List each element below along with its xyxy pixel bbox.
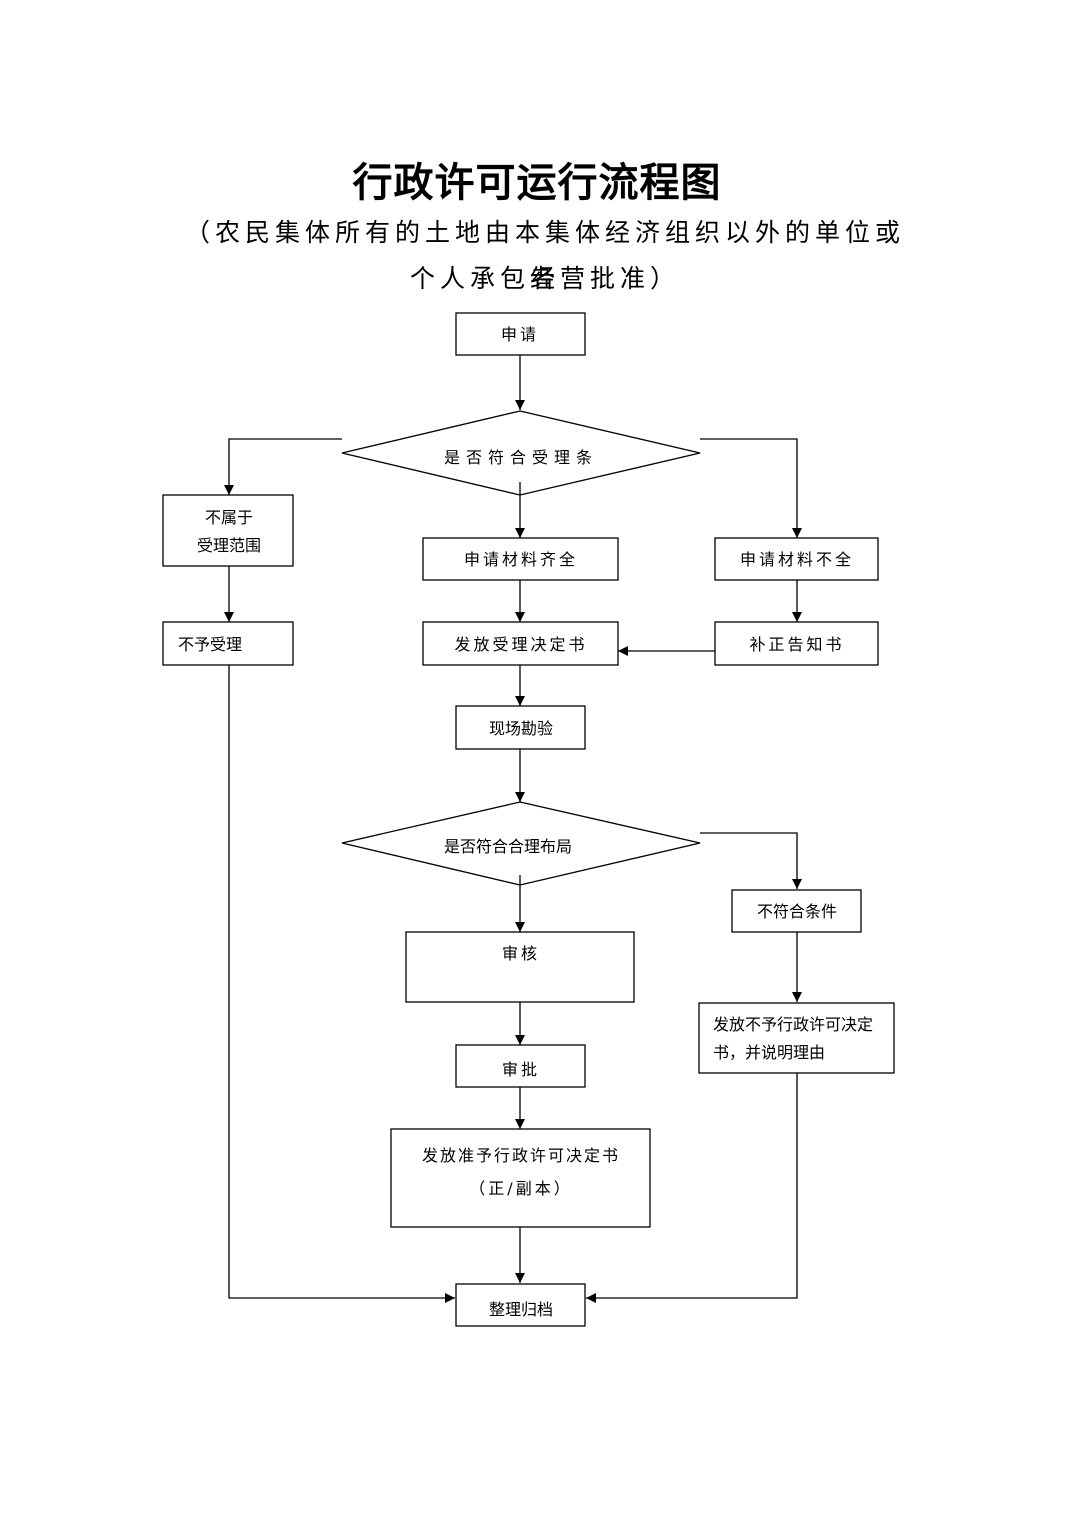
node-apply: 申请 xyxy=(455,312,586,356)
node-not-accepted-label: 不予受理 xyxy=(178,635,242,654)
document-subtitle-line2: 个人承包经营批准） xyxy=(409,264,680,293)
connectors xyxy=(224,355,802,1303)
node-deny-decision-label-2: 书，并说明理由 xyxy=(713,1043,825,1062)
node-grant-decision: 发放准予行政许可决定书 （正/副本） xyxy=(390,1128,651,1228)
node-apply-label: 申请 xyxy=(501,325,539,344)
decision-acceptance-label: 是否符合受理条 xyxy=(444,448,598,467)
edge-decision-to-not-in-scope xyxy=(224,438,342,495)
node-archive-label: 整理归档 xyxy=(489,1300,553,1319)
node-approve: 审批 xyxy=(455,1044,586,1088)
edge-decision2-to-not-qualified xyxy=(700,832,802,889)
node-archive: 整理归档 xyxy=(455,1283,586,1327)
node-approve-label: 审批 xyxy=(502,1060,540,1079)
node-grant-decision-label-1: 发放准予行政许可决定书 xyxy=(422,1146,620,1165)
edge-deny-to-archive xyxy=(586,1073,798,1303)
node-materials-complete: 申请材料齐全 xyxy=(422,537,619,581)
node-not-in-scope-label-1: 不属于 xyxy=(205,508,253,527)
decision-layout-label: 是否符合合理布局 xyxy=(444,837,572,856)
node-not-qualified: 不符合条件 xyxy=(731,889,862,933)
document-title: 行政许可运行流程图 xyxy=(352,159,722,206)
node-site-inspection-label: 现场勘验 xyxy=(489,719,553,738)
document-subtitle-line1: （农民集体所有的土地由本集体经济组织以外的单位或者 xyxy=(184,218,905,293)
node-deny-decision: 发放不予行政许可决定 书，并说明理由 xyxy=(698,1002,895,1074)
node-correction-notice: 补正告知书 xyxy=(714,621,879,666)
node-correction-notice-label: 补正告知书 xyxy=(749,635,844,654)
node-not-in-scope-label-2: 受理范围 xyxy=(197,536,261,555)
node-not-qualified-label: 不符合条件 xyxy=(757,902,837,921)
node-not-in-scope: 不属于 受理范围 xyxy=(162,494,294,567)
decision-layout: 是否符合合理布局 xyxy=(341,801,701,886)
node-issue-acceptance: 发放受理决定书 xyxy=(422,621,619,666)
node-materials-incomplete-label: 申请材料不全 xyxy=(740,550,854,569)
node-deny-decision-label-1: 发放不予行政许可决定 xyxy=(713,1015,873,1034)
node-grant-decision-label-2: （正/副本） xyxy=(469,1179,572,1198)
node-not-accepted: 不予受理 xyxy=(162,621,294,666)
node-materials-incomplete: 申请材料不全 xyxy=(714,537,879,581)
node-review: 审核 xyxy=(405,931,635,1003)
node-materials-complete-label: 申请材料齐全 xyxy=(464,550,578,569)
node-issue-acceptance-label: 发放受理决定书 xyxy=(454,635,587,654)
edge-not-accepted-to-archive xyxy=(228,665,455,1303)
node-site-inspection: 现场勘验 xyxy=(455,705,586,750)
edge-decision-to-incomplete xyxy=(700,438,802,538)
node-review-label: 审核 xyxy=(502,944,540,963)
decision-acceptance: 是否符合受理条 xyxy=(341,410,701,496)
